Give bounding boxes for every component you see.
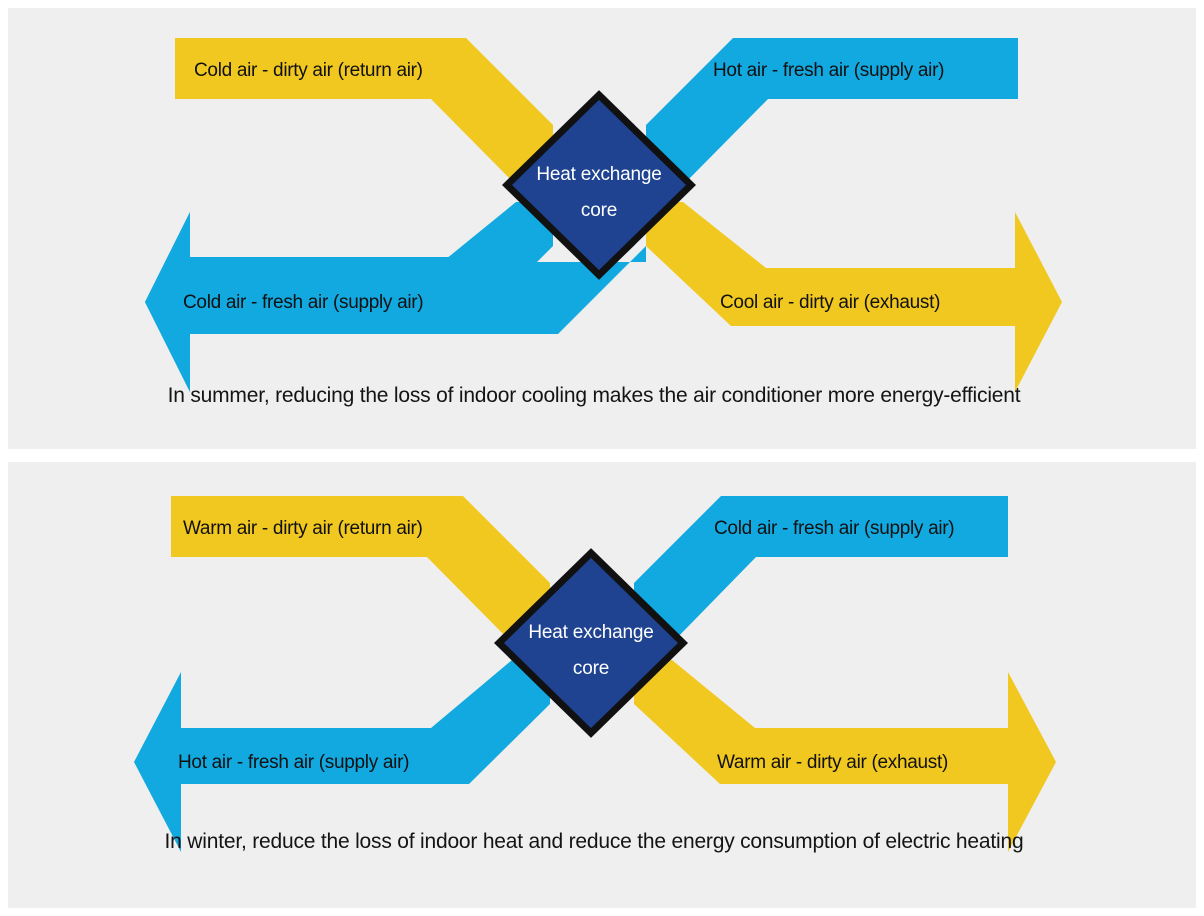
flow-arrow-top-left-summer bbox=[175, 38, 553, 185]
label-top-right-winter: Cold air - fresh air (supply air) bbox=[714, 518, 954, 539]
label-top-right-summer: Hot air - fresh air (supply air) bbox=[713, 60, 944, 81]
panel-summer: Cold air - dirty air (return air) Hot ai… bbox=[8, 8, 1196, 449]
label-top-left-winter: Warm air - dirty air (return air) bbox=[183, 518, 423, 539]
flow-arrow-bottom-left-winter bbox=[134, 660, 550, 852]
core-label-line2-winter: core bbox=[573, 658, 609, 679]
caption-summer: In summer, reducing the loss of indoor c… bbox=[167, 384, 1021, 407]
flow-arrow-bottom-right-winter bbox=[634, 660, 1056, 852]
heat-exchange-core-summer bbox=[501, 90, 697, 280]
core-label-line2-summer: core bbox=[581, 200, 617, 221]
label-top-left-summer: Cold air - dirty air (return air) bbox=[194, 60, 423, 81]
label-bottom-right-winter: Warm air - dirty air (exhaust) bbox=[717, 752, 948, 773]
core-label-line1-winter: Heat exchange bbox=[528, 622, 653, 643]
flow-arrow-bottom-left-shape-summer bbox=[145, 202, 553, 392]
flow-arrow-top-right-summer bbox=[646, 38, 1018, 185]
heat-exchange-core-winter bbox=[493, 548, 689, 738]
flow-arrow-top-left-winter bbox=[171, 496, 550, 643]
caption-winter: In winter, reduce the loss of indoor hea… bbox=[164, 830, 1024, 853]
label-bottom-right-summer: Cool air - dirty air (exhaust) bbox=[720, 292, 940, 313]
summer-flow-graphic: Cold air - dirty air (return air) Hot ai… bbox=[145, 38, 1062, 392]
core-label-line1-summer: Heat exchange bbox=[536, 164, 661, 185]
flow-arrow-top-right-winter bbox=[634, 496, 1008, 643]
winter-flow-graphic: Warm air - dirty air (return air) Cold a… bbox=[134, 496, 1056, 852]
label-bottom-left-summer: Cold air - fresh air (supply air) bbox=[183, 292, 423, 313]
panel-winter: Warm air - dirty air (return air) Cold a… bbox=[8, 462, 1196, 908]
flow-arrow-bottom-right-summer bbox=[646, 202, 1062, 392]
label-bottom-left-winter: Hot air - fresh air (supply air) bbox=[178, 752, 409, 773]
